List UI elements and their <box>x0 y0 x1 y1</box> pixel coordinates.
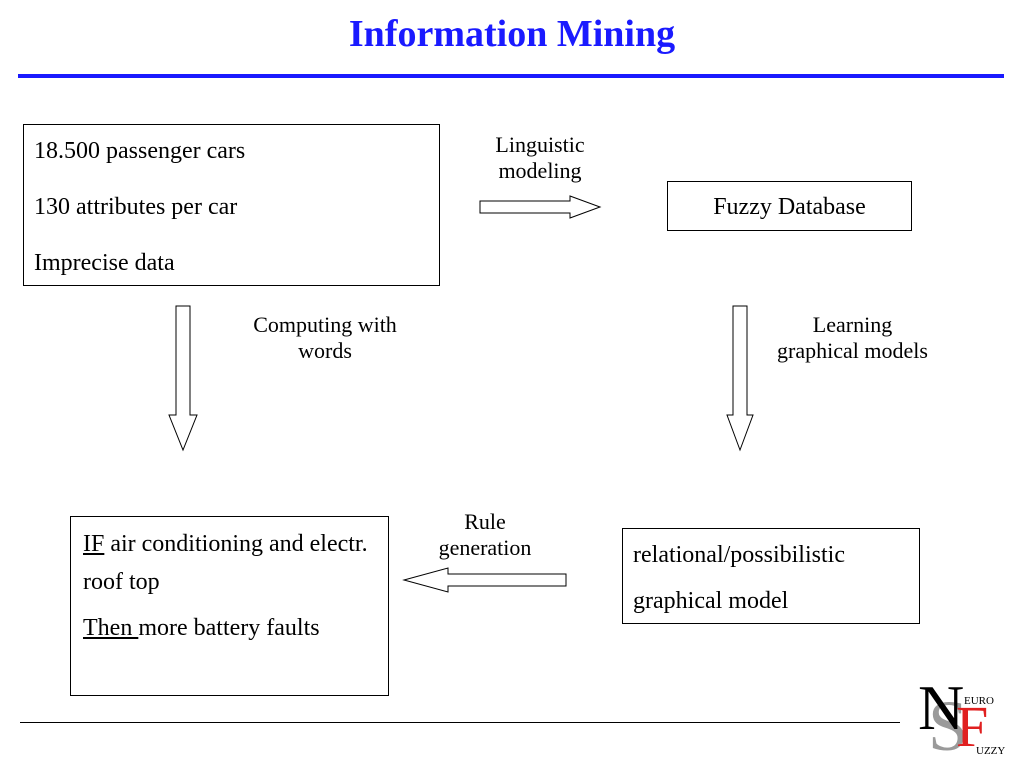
source-line-2: 130 attributes per car <box>34 194 238 220</box>
label-learning-line-2: graphical models <box>777 338 928 363</box>
label-learning-line-1: Learning <box>812 312 893 337</box>
if-condition: air conditioning and electr. roof top <box>83 531 368 595</box>
label-rule-line-2: generation <box>438 535 532 560</box>
logo-letter-f: F <box>956 694 989 759</box>
arrow-down-learning <box>726 305 754 452</box>
label-linguistic-line-2: modeling <box>498 158 582 183</box>
logo-letter-n: N <box>918 672 965 743</box>
neurofuzzy-logo: S N F EURO UZZY <box>918 676 1005 766</box>
source-data-box: 18.500 passenger cars 130 attributes per… <box>23 124 440 286</box>
logo-text-euro: EURO <box>964 695 994 707</box>
label-linguistic-modeling: Linguistic modeling <box>460 132 620 184</box>
footer-rule <box>20 722 900 723</box>
arrow-down-computing <box>168 305 198 452</box>
label-learning-graphical-models: Learning graphical models <box>740 312 965 364</box>
logo-text-uzzy: UZZY <box>976 745 1006 757</box>
label-computing-line-1: Computing with <box>253 312 397 337</box>
rule-box: IF air conditioning and electr. roof top… <box>70 516 389 696</box>
model-line-2: graphical model <box>633 588 789 614</box>
label-rule-line-1: Rule <box>464 509 506 534</box>
graphical-model-box: relational/possibilistic graphical model <box>622 528 920 624</box>
label-rule-generation: Rule generation <box>405 509 565 561</box>
source-line-1: 18.500 passenger cars <box>34 138 246 164</box>
rule-if-clause: IF air conditioning and electr. roof top <box>83 525 376 601</box>
then-keyword: Then <box>83 615 139 641</box>
if-keyword: IF <box>83 531 105 557</box>
fuzzy-database-label: Fuzzy Database <box>713 194 866 220</box>
arrow-left-rule <box>402 567 567 593</box>
fuzzy-database-box: Fuzzy Database <box>667 181 912 231</box>
title-underline <box>18 74 1004 78</box>
label-computing-with-words: Computing with words <box>215 312 435 364</box>
label-computing-line-2: words <box>298 338 352 363</box>
rule-then-clause: Then more battery faults <box>83 609 376 647</box>
arrow-right-linguistic <box>479 195 602 219</box>
label-linguistic-line-1: Linguistic <box>495 132 585 157</box>
model-line-1: relational/possibilistic <box>633 542 845 568</box>
page-title: Information Mining <box>348 13 676 55</box>
then-consequence: more battery faults <box>138 615 320 641</box>
source-line-3: Imprecise data <box>34 250 175 276</box>
logo-letter-s: S <box>928 686 969 766</box>
